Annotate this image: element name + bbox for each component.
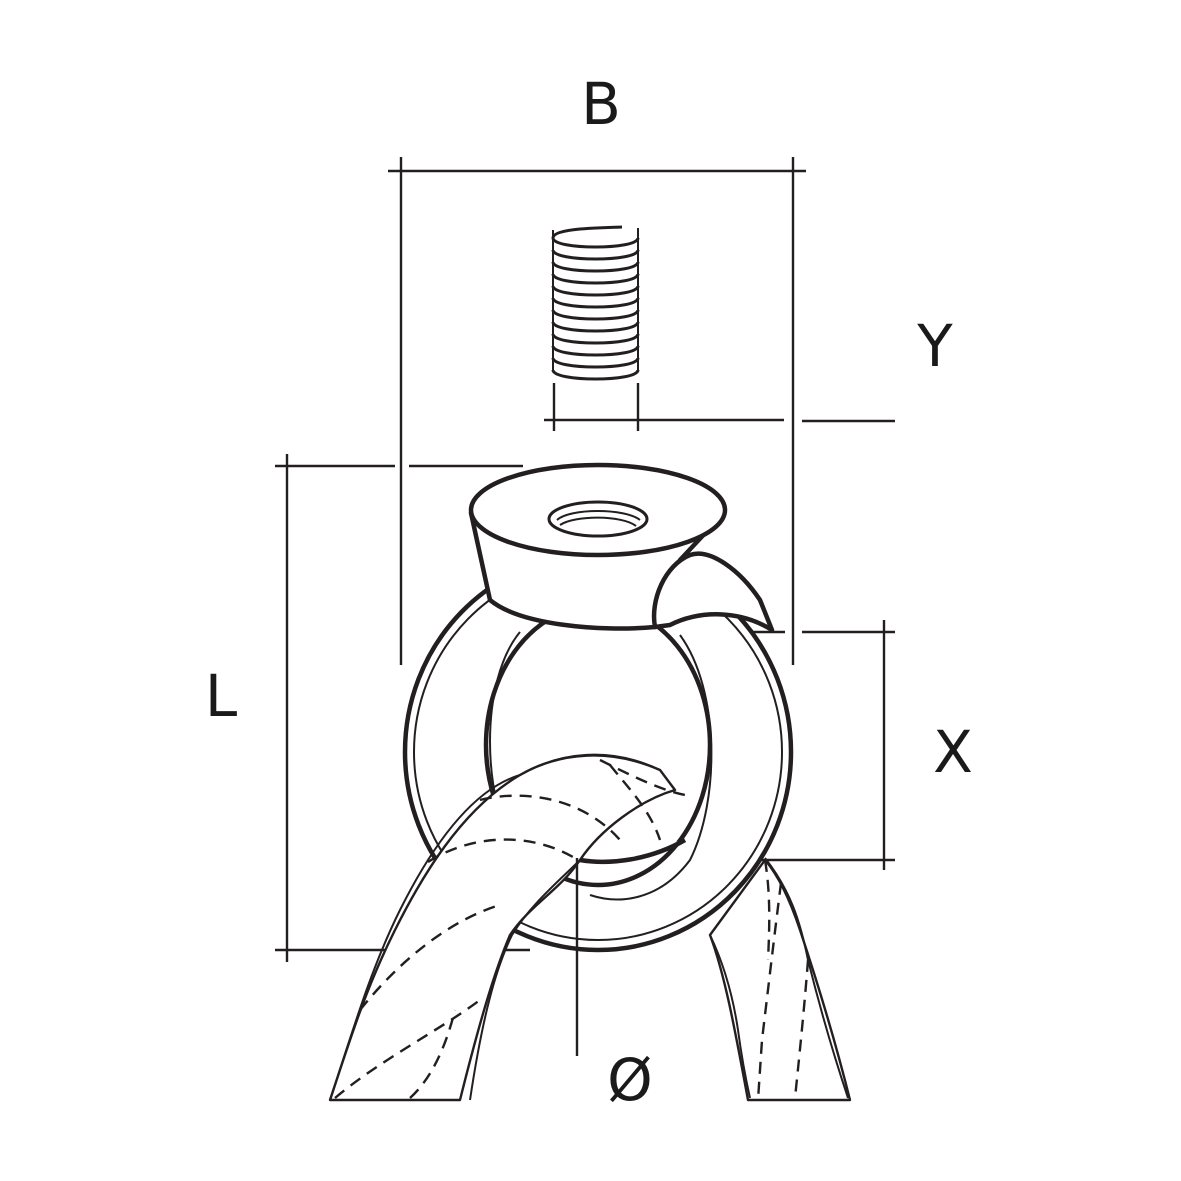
label-diameter: Ø [607, 1046, 653, 1114]
thread-icon [551, 225, 640, 381]
nut-collar [468, 462, 775, 633]
label-b: B [581, 70, 621, 138]
label-l: L [204, 662, 238, 730]
label-x: X [933, 718, 973, 786]
dimension-y-lines [544, 383, 895, 431]
dimension-b-lines [388, 157, 806, 665]
rope-right-strand [708, 857, 852, 1102]
label-y: Y [917, 312, 953, 380]
rope-left-strand [328, 753, 686, 1102]
ring-front-edge [579, 838, 687, 865]
